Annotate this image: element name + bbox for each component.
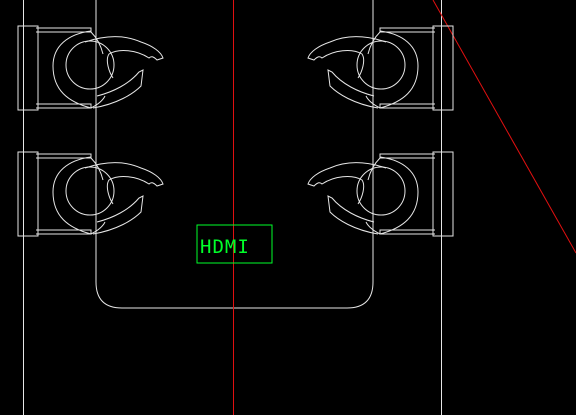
occupant-arm-lower (327, 69, 379, 109)
diagonal-red-line (432, 0, 576, 254)
occupant-collar (90, 157, 104, 181)
occupant-head (65, 166, 115, 216)
chair-rail-bottom (379, 229, 435, 235)
hdmi-port-box (196, 224, 273, 264)
occupant-torso (365, 156, 419, 235)
occupant-torso (52, 156, 106, 235)
occupant-arm-upper (307, 162, 387, 205)
chair-rail-top (379, 27, 435, 33)
chair-top-right[interactable] (307, 25, 454, 111)
hdmi-label: HDMI (200, 236, 250, 258)
occupant-torso (365, 30, 419, 109)
occupant-head (356, 40, 406, 90)
occupant-arm-upper (84, 36, 164, 79)
chair-back (432, 151, 454, 237)
occupant-arm-upper (307, 36, 387, 79)
chair-top-left[interactable] (17, 25, 164, 111)
occupant-arm-upper (84, 162, 164, 205)
occupant-torso (52, 30, 106, 109)
chair-back (17, 151, 39, 237)
chair-rail-top (36, 27, 92, 33)
occupant-head (356, 166, 406, 216)
chair-rail-bottom (36, 229, 92, 235)
occupant-arm-lower (327, 195, 379, 235)
occupant-arm-lower (92, 195, 144, 235)
chair-back (432, 25, 454, 111)
occupant-collar (367, 157, 381, 181)
occupant-arm-lower (92, 69, 144, 109)
chair-rail-top (379, 153, 435, 159)
occupant-head (65, 40, 115, 90)
seats-layer (17, 25, 454, 237)
occupant-collar (90, 31, 104, 55)
chair-rail-bottom (379, 103, 435, 109)
chair-bottom-left[interactable] (17, 151, 164, 237)
chair-bottom-right[interactable] (307, 151, 454, 237)
chair-rail-top (36, 153, 92, 159)
occupant-collar (367, 31, 381, 55)
conference-table (95, 0, 374, 309)
chair-back (17, 25, 39, 111)
chair-rail-bottom (36, 103, 92, 109)
hdmi-port[interactable]: HDMI (196, 224, 273, 264)
